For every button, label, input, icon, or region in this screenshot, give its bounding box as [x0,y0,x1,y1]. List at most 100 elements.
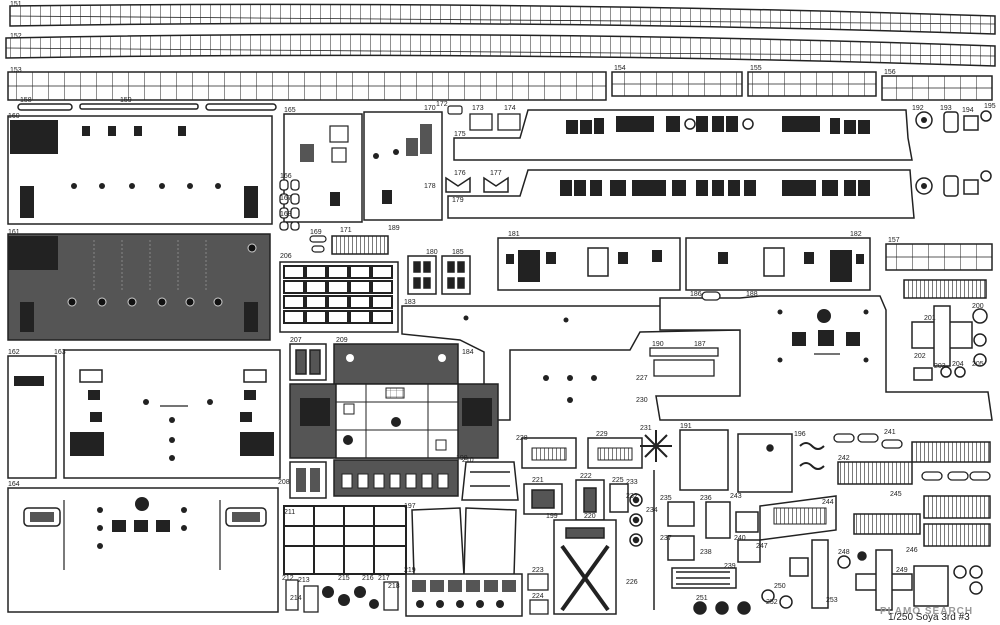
label-204: 204 [952,361,964,368]
part-188 [655,295,993,421]
label-212: 212 [282,575,294,582]
parts-241-246 [759,433,991,547]
label-159: 159 [120,97,132,104]
label-206: 206 [280,253,292,260]
part-208 [289,459,459,499]
label-243: 243 [730,493,742,500]
part-198 [461,461,519,501]
part-209 [333,343,459,389]
label-249: 249 [896,567,908,574]
label-232: 232 [626,493,638,500]
part-164 [7,487,279,613]
label-219: 219 [404,567,416,574]
part-165 [283,113,363,223]
label-176: 176 [454,170,466,177]
railing-151 [9,3,996,35]
part-159 [79,103,199,110]
part-231 [640,430,672,462]
part-171 [309,235,389,255]
part-175 [453,109,913,161]
label-252: 252 [766,599,778,606]
scale-caption: 1/250 Soya 3rd #3 [888,612,970,623]
railing-156 [881,75,993,101]
label-227: 227 [636,375,648,382]
part-166 [279,179,300,231]
part-179 [447,169,915,219]
part-number-labels: 151 152 153 154 155 156 157 158 159 160 … [8,1,996,606]
label-173: 173 [472,105,484,112]
label-169: 169 [310,229,322,236]
label-221: 221 [532,477,544,484]
label-213: 213 [298,577,310,584]
part-199-221 [523,479,629,521]
label-246: 246 [906,547,918,554]
part-207 [289,343,327,381]
label-187: 187 [694,341,706,348]
label-168: 168 [280,211,292,218]
railing-154 [611,71,743,97]
label-205: 205 [972,361,984,368]
label-182: 182 [850,231,862,238]
label-156: 156 [884,69,896,76]
label-240: 240 [734,535,746,542]
label-209: 209 [336,337,348,344]
label-244: 244 [822,499,834,506]
label-234: 234 [646,507,658,514]
label-160: 160 [8,113,20,120]
label-208: 208 [278,479,290,486]
part-161 [7,233,271,341]
label-202: 202 [914,353,926,360]
label-179: 179 [452,197,464,204]
label-242: 242 [838,455,850,462]
label-228: 228 [516,435,528,442]
label-180: 180 [426,249,438,256]
label-217: 217 [378,575,390,582]
part-211 [283,505,407,575]
label-225: 225 [612,477,624,484]
label-200: 200 [972,303,984,310]
label-237: 237 [660,535,672,542]
label-171: 171 [340,227,352,234]
label-224: 224 [532,593,544,600]
label-181: 181 [508,231,520,238]
label-230: 230 [636,397,648,404]
label-178: 178 [424,183,436,190]
part-210 [289,383,499,459]
label-152: 152 [10,33,22,40]
label-239: 239 [724,563,736,570]
label-153: 153 [10,67,22,74]
label-198: 198 [456,455,468,462]
label-158: 158 [20,97,32,104]
label-185: 185 [452,249,464,256]
label-248: 248 [838,549,850,556]
label-195: 195 [984,103,996,110]
label-215: 215 [338,575,350,582]
label-197: 197 [404,503,416,510]
label-207: 207 [290,337,302,344]
parts-212-224 [285,573,549,617]
label-154: 154 [614,65,626,72]
part-197 [411,507,517,577]
label-192: 192 [912,105,924,112]
label-211: 211 [284,509,295,516]
sheet-credit: PLAMO SEARCH [880,606,998,622]
label-201: 201 [924,315,936,322]
label-193: 193 [940,105,952,112]
label-250: 250 [774,583,786,590]
label-163: 163 [54,349,66,356]
label-186: 186 [690,291,702,298]
label-216: 216 [362,575,374,582]
label-164: 164 [8,481,20,488]
parts-232-240 [629,470,761,615]
label-184: 184 [462,349,474,356]
label-161: 161 [8,229,20,236]
label-222: 222 [580,473,592,480]
part-220 [553,519,617,615]
label-196: 196 [794,431,806,438]
part-158 [17,103,73,111]
label-253: 253 [826,597,838,604]
label-220: 220 [584,513,596,520]
railing-157 [885,243,993,271]
label-218: 218 [388,583,400,590]
part-196 [799,442,825,470]
